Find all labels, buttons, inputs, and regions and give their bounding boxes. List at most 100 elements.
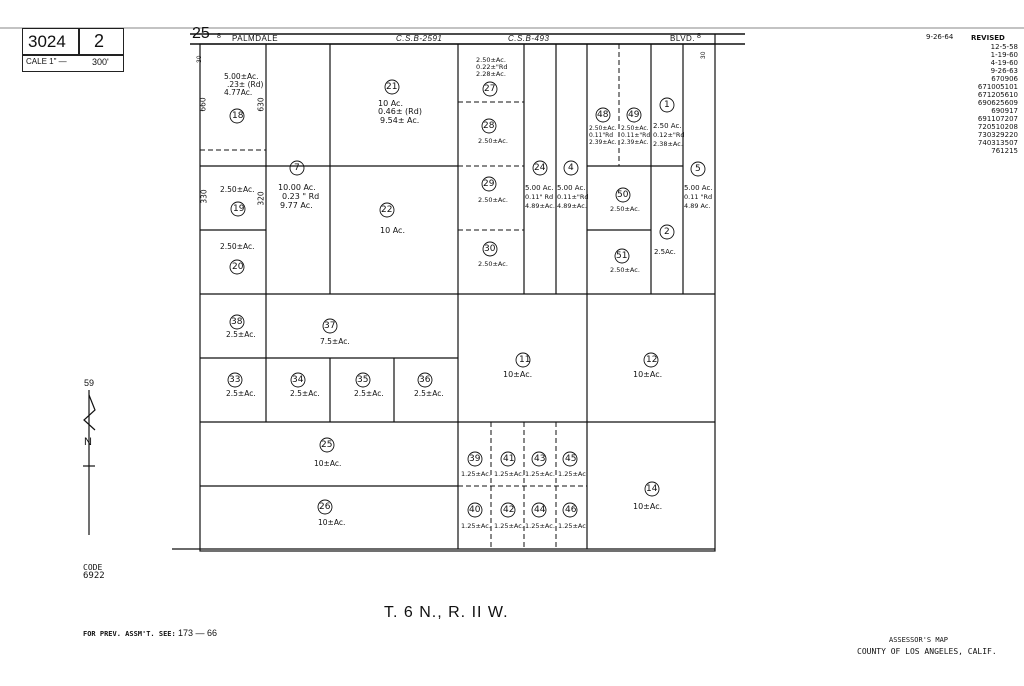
map-book-box: [22, 28, 80, 56]
parcel-area: 2.50±Ac.: [610, 205, 640, 213]
revision-entry: 670906: [991, 75, 1018, 83]
parcel-area: 1.25±Ac.: [461, 522, 491, 530]
parcel-number: 28: [483, 121, 495, 131]
parcel-net: 2.38±Ac.: [653, 140, 683, 148]
parcel-number: 19: [233, 204, 245, 214]
parcel-net: 2.28±Ac.: [476, 70, 506, 78]
parcel-number: 1: [664, 100, 670, 110]
parcel-number: 48: [597, 110, 609, 120]
parcel-area: 10±Ac.: [314, 459, 342, 468]
parcel-number: 4: [568, 163, 574, 173]
parcel-area: 2.5±Ac.: [290, 389, 320, 398]
parcel-number: 25: [321, 440, 333, 450]
parcel-area: 2.5±Ac.: [226, 389, 256, 398]
revision-entry: 761215: [991, 147, 1018, 155]
parcel-extra: .23± (Rd): [227, 80, 264, 89]
parcel-number: 24: [534, 163, 546, 173]
assessor-title: ASSESSOR'S MAP: [889, 636, 949, 644]
prev-assessment-value: 173 — 66: [178, 628, 218, 638]
dim-660: 660: [198, 97, 208, 112]
parcel-area: 2.50±Ac.: [220, 185, 255, 194]
parcel-number: 27: [484, 84, 496, 94]
parcel-area: 1.25±Ac.: [494, 470, 524, 478]
parcel-extra: 0.46± (Rd): [378, 107, 422, 116]
prev-assessment-label: FOR PREV. ASSM'T. SEE:: [83, 630, 176, 638]
parcel-area: 2.50 Ac.: [653, 122, 682, 130]
parcel-number: 22: [381, 205, 393, 215]
parcel-number: 51: [616, 251, 628, 261]
parcel-number: 7: [294, 163, 300, 173]
revision-entry: 691107207: [977, 115, 1018, 123]
code-label: CODE: [83, 563, 103, 572]
parcel-net: 2.39±Ac.: [621, 139, 649, 146]
revision-entry: 720510208: [977, 123, 1018, 131]
revision-entry: 671005101: [977, 83, 1018, 91]
parcel-number: 12: [646, 355, 658, 365]
road-csb-right: C.S.B-493: [508, 34, 550, 43]
code-value: 6922: [83, 571, 105, 581]
parcel-number: 35: [357, 375, 369, 385]
parcel-number: 29: [483, 179, 495, 189]
parcel-area: 2.50±Ac.: [478, 196, 508, 204]
revision-entry: 740313507: [977, 139, 1018, 147]
scale-value: 300': [92, 57, 109, 67]
road-width-left: 30: [196, 55, 203, 63]
parcel-area: 10.00 Ac.: [278, 183, 316, 192]
parcel-net: 4.77Ac.: [224, 88, 253, 97]
road-width-right: 30: [700, 51, 707, 59]
parcel-number: 34: [292, 375, 304, 385]
parcel-number: 43: [534, 454, 546, 464]
parcel-number: 41: [503, 454, 515, 464]
parcel-area: 1.25±Ac.: [558, 470, 588, 478]
revision-date-top: 9-26-64: [926, 33, 954, 41]
parcel-net: 9.54± Ac.: [380, 116, 420, 125]
scale-label: CALE 1" —: [26, 57, 67, 66]
revision-entry: 690917: [991, 107, 1018, 115]
parcel-number: 33: [229, 375, 241, 385]
parcel-area: 2.5±Ac.: [354, 389, 384, 398]
parcel-number: 50: [617, 190, 629, 200]
parcel-number: 5: [695, 164, 701, 174]
parcel-number: 42: [503, 505, 515, 515]
parcel-extra: 0.22±"Rd: [476, 63, 508, 71]
parcel-number: 46: [565, 505, 577, 515]
parcel-area: 1.25±Ac.: [461, 470, 491, 478]
parcel-area: 2.50±Ac.: [476, 56, 506, 64]
parcel-net: 2.39±Ac.: [589, 139, 617, 146]
parcel-extra: 0.11 "Rd: [684, 193, 713, 201]
parcel-number: 2: [664, 227, 670, 237]
parcel-number: 40: [469, 505, 481, 515]
parcel-area: 2.50±Ac.: [610, 266, 640, 274]
dim-630: 630: [256, 97, 266, 112]
parcel-area: 1.25±Ac.: [525, 470, 555, 478]
parcel-area: 1.25±Ac.: [525, 522, 555, 530]
parcel-extra: 0.11±"Rd: [621, 132, 651, 139]
map-book-number: 3024: [28, 32, 66, 51]
parcel-net: 4.89 Ac.: [684, 202, 711, 210]
parcel-area: 2.50±Ac.: [621, 125, 649, 132]
township-label: T. 6 N., R. II W.: [384, 604, 509, 621]
road-marker-left-sub: 8: [217, 33, 222, 40]
parcel-area: 7.5±Ac.: [320, 337, 350, 346]
parcel-area: 2.50±Ac.: [478, 260, 508, 268]
parcel-area: 5.00±Ac.: [224, 72, 259, 81]
scale-box: [22, 54, 124, 72]
dim-320: 320: [256, 191, 266, 206]
parcel-area: 10±Ac.: [633, 502, 663, 511]
parcel-area: 2.50±Ac.: [589, 125, 617, 132]
parcel-area: 2.5±Ac.: [226, 330, 256, 339]
parcel-net: 4.89±Ac.: [557, 202, 587, 210]
revision-entry: 671205610: [977, 91, 1018, 99]
parcel-area: 1.25±Ac.: [558, 522, 588, 530]
parcel-area: 2.5Ac.: [654, 248, 676, 256]
revisions-list: 12-5-58 1-19-60 4-19-60 9-26-63 670906 6…: [958, 43, 1018, 155]
parcel-number: 36: [419, 375, 431, 385]
parcel-number: 26: [319, 502, 331, 512]
parcel-number: 14: [646, 484, 658, 494]
road-marker-left: 25: [192, 25, 210, 42]
parcel-number: 44: [534, 505, 546, 515]
parcel-number: 11: [519, 355, 531, 365]
parcel-area: 10 Ac.: [380, 226, 405, 235]
parcel-number: 49: [628, 110, 640, 120]
parcel-number: 38: [231, 317, 243, 327]
